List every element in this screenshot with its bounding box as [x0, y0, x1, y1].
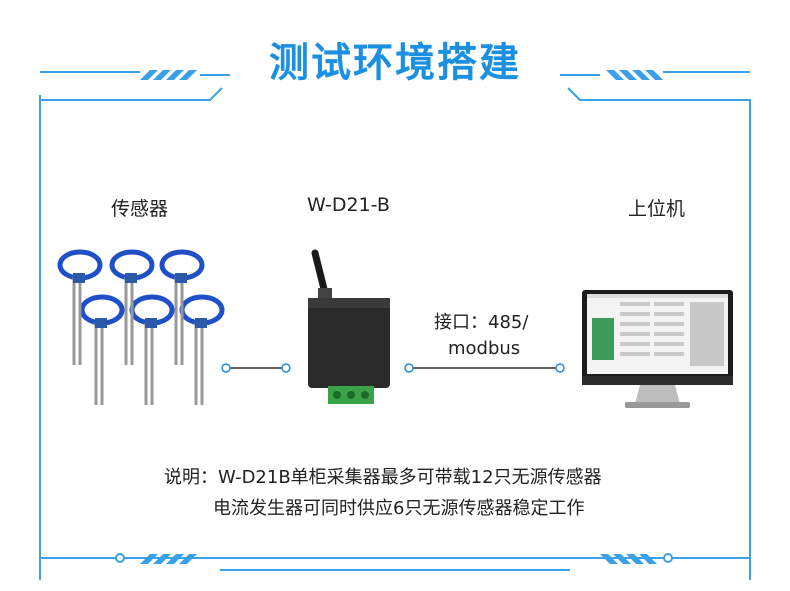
host-label: 上位机	[628, 198, 686, 220]
sensor-label: 传感器	[111, 198, 169, 220]
monitor-pc-icon	[582, 290, 733, 408]
sensor-cluster-icon	[57, 249, 225, 405]
interface-line1: 接口：485/	[434, 312, 529, 333]
note-line1: 说明：W-D21B单柜采集器最多可带载12只无源传感器	[164, 467, 602, 488]
interface-label: 接口：485/ modbus	[434, 310, 528, 362]
note-line2: 电流发生器可同时供应6只无源传感器稳定工作	[213, 498, 585, 519]
interface-line2: modbus	[448, 338, 521, 359]
page-title: 测试环境搭建	[269, 40, 521, 86]
collector-device-icon	[308, 249, 390, 404]
device-label: W-D21-B	[307, 194, 390, 216]
